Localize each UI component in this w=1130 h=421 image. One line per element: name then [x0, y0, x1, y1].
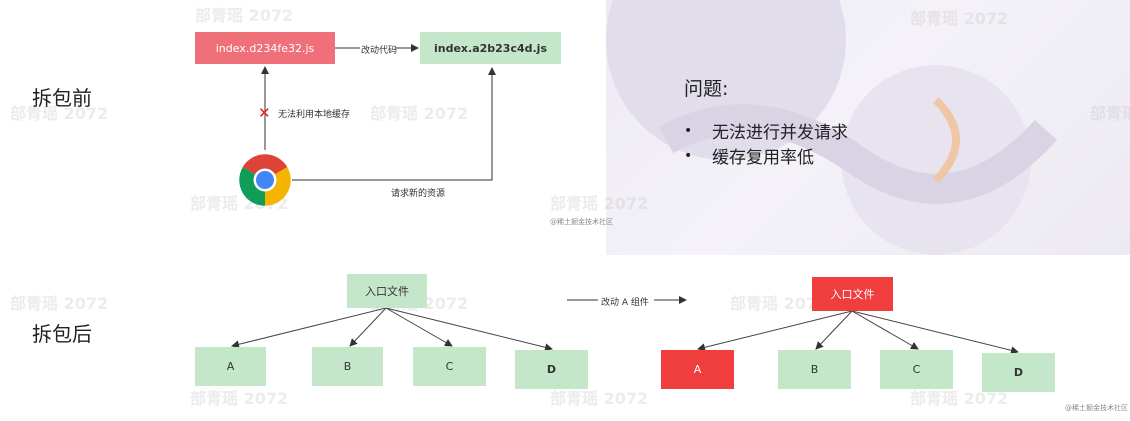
label-after: 拆包后 — [32, 322, 92, 346]
entry-file-label: 入口文件 — [365, 285, 409, 298]
bullet-icon: • — [684, 147, 693, 164]
credit-top: @稀土掘金技术社区 — [550, 218, 613, 226]
request-new-label: 请求新的资源 — [391, 189, 446, 199]
bullet-icon: • — [684, 122, 693, 139]
old-bundle-box: index.d234fe32.js — [195, 32, 335, 64]
chrome-browser-icon — [239, 154, 291, 206]
module-d-box-right: D — [982, 353, 1055, 392]
new-bundle-box: index.a2b23c4d.js — [420, 32, 561, 64]
issue-text: 无法进行并发请求 — [712, 123, 848, 143]
module-label: D — [546, 363, 557, 376]
entry-file-box-right: 入口文件 — [812, 277, 893, 311]
issues-title: 问题: — [684, 78, 729, 100]
new-bundle-label: index.a2b23c4d.js — [433, 41, 547, 55]
list-item: • 无法进行并发请求 — [684, 118, 848, 144]
change-code-label: 改动代码 — [361, 46, 398, 56]
astronaut-illustration — [606, 0, 1058, 255]
cross-icon: ✕ — [258, 104, 271, 122]
module-label: A — [693, 363, 702, 376]
module-c-box-left: C — [413, 347, 486, 386]
list-item: • 缓存复用率低 — [684, 143, 848, 169]
no-cache-label: 无法利用本地缓存 — [278, 110, 351, 120]
old-bundle-label: index.d234fe32.js — [215, 41, 315, 55]
module-c-box-right: C — [880, 350, 953, 389]
credit-bottom: @稀土掘金技术社区 — [1065, 404, 1128, 412]
module-b-box-right: B — [778, 350, 851, 389]
module-a-box-left: A — [195, 347, 266, 386]
module-label: B — [810, 363, 819, 376]
change-component-label: 改动 A 组件 — [601, 298, 649, 308]
entry-file-box-left: 入口文件 — [347, 274, 427, 308]
entry-file-label: 入口文件 — [830, 288, 875, 301]
module-label: D — [1013, 366, 1024, 379]
module-d-box-left: D — [515, 350, 588, 389]
module-label: A — [226, 360, 235, 373]
module-a-box-right: A — [661, 350, 734, 389]
background-illustration — [606, 0, 1130, 255]
label-before: 拆包前 — [32, 86, 92, 110]
module-label: C — [912, 363, 921, 376]
module-label: C — [445, 360, 454, 373]
module-b-box-left: B — [312, 347, 383, 386]
issue-text: 缓存复用率低 — [712, 148, 814, 168]
module-label: B — [343, 360, 352, 373]
issues-list: • 无法进行并发请求 • 缓存复用率低 — [684, 118, 848, 169]
